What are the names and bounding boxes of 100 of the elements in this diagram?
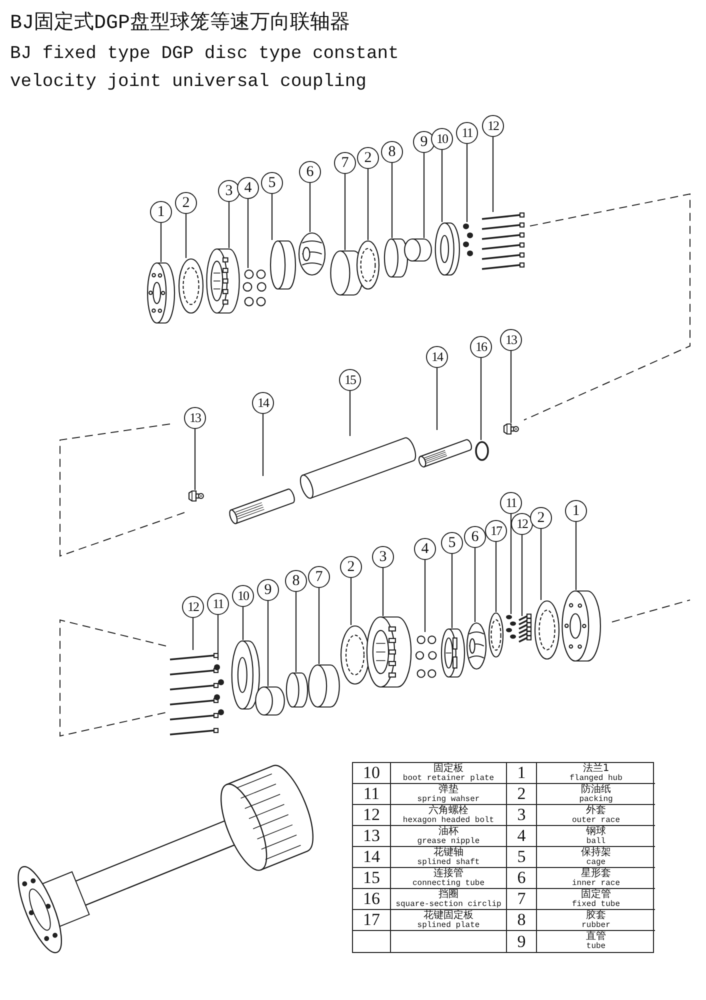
part-name-chinese: 花键轴 — [434, 848, 464, 858]
leader-line — [451, 554, 453, 628]
callout-number: 13 — [500, 329, 522, 351]
part-name-english: flanged hub — [570, 774, 622, 782]
callout-number: 12 — [482, 115, 504, 137]
part-number: 14 — [363, 848, 380, 866]
part-number: 11 — [363, 785, 380, 803]
callout-number: 13 — [184, 407, 206, 429]
leader-line — [492, 137, 494, 212]
part-number: 15 — [363, 869, 380, 887]
part-number: 1 — [517, 764, 526, 782]
leader-line — [318, 588, 320, 664]
cylinder-part-drawing — [404, 238, 432, 262]
part-number: 6 — [517, 869, 526, 887]
disc-drawing — [534, 600, 560, 660]
part-number: 17 — [363, 911, 380, 929]
callout-number: 11 — [207, 593, 229, 615]
leader-line — [474, 548, 476, 622]
leader-line — [367, 169, 369, 240]
washers-drawing — [460, 222, 476, 258]
leader-line — [185, 214, 187, 258]
part-name-english: packing — [579, 794, 613, 804]
flange-drawing — [560, 590, 604, 662]
leader-line — [424, 560, 426, 632]
part-name-chinese: 固定管 — [581, 890, 611, 900]
callout-number: 12 — [182, 596, 204, 618]
callout-number: 2 — [175, 192, 197, 214]
part-name-chinese: 六角螺栓 — [428, 806, 468, 816]
leader-line — [349, 391, 351, 436]
disc-drawing — [178, 258, 204, 314]
part-number: 12 — [363, 806, 380, 824]
leader-line — [295, 592, 297, 672]
callout-number: 2 — [340, 556, 362, 578]
part-name-chinese: 外套 — [586, 806, 606, 816]
callout-number: 2 — [357, 147, 379, 169]
leader-line — [436, 368, 438, 430]
callout-number: 16 — [470, 336, 492, 358]
part-number: 2 — [517, 785, 526, 803]
cylinder-part-drawing — [270, 240, 296, 290]
leader-line — [271, 194, 273, 240]
disc-drawing — [340, 625, 370, 685]
outer-race-drawing — [366, 616, 412, 688]
leader-line — [228, 202, 230, 248]
callout-number: 14 — [426, 346, 448, 368]
callout-number: 9 — [257, 579, 279, 601]
leader-line — [262, 414, 264, 476]
callout-number: 12 — [511, 513, 533, 535]
cylinder-part-drawing — [384, 238, 408, 278]
part-name-english: square-section circlip — [396, 900, 502, 908]
outer-race-drawing — [206, 248, 240, 314]
part-name-english: inner race — [572, 878, 620, 888]
callout-number: 11 — [456, 122, 478, 144]
cage-drawing — [441, 628, 465, 678]
callout-number: 11 — [500, 492, 522, 514]
part-name-chinese: 星形套 — [581, 868, 611, 878]
washers-drawing — [505, 614, 517, 640]
cylinder-part-drawing — [286, 672, 308, 708]
callout-number: 7 — [308, 566, 330, 588]
leader-line — [510, 351, 512, 423]
leader-line — [495, 542, 497, 612]
part-number: 9 — [517, 932, 526, 950]
part-name-chinese: 保持架 — [581, 848, 611, 858]
leader-line — [575, 522, 577, 590]
bolts-drawing — [480, 212, 526, 272]
part-number: 13 — [363, 827, 380, 845]
callout-number: 4 — [237, 177, 259, 199]
part-name-chinese: 直管 — [586, 932, 606, 942]
callout-number: 3 — [372, 546, 394, 568]
part-name-chinese: 钢球 — [586, 826, 606, 836]
callout-number: 17 — [485, 520, 507, 542]
leader-line — [267, 601, 269, 686]
leader-line — [391, 163, 393, 238]
part-name-english: rubber — [582, 920, 610, 930]
callout-number: 10 — [232, 585, 254, 607]
nipple-drawing — [503, 423, 519, 435]
callout-number: 1 — [565, 500, 587, 522]
leader-line — [382, 568, 384, 616]
plate-drawing — [432, 222, 460, 276]
nipple-drawing — [188, 490, 204, 502]
leader-line — [192, 618, 194, 650]
part-number: 4 — [517, 827, 526, 845]
part-name-chinese: 胶套 — [586, 910, 606, 920]
part-name-chinese: 花键固定板 — [424, 910, 474, 920]
part-name-english: grease nipple — [417, 836, 480, 846]
cylinder-part-drawing — [308, 664, 340, 708]
part-name-english: splined shaft — [417, 858, 480, 866]
callout-number: 6 — [299, 161, 321, 183]
title: BJ固定式DGP盘型球笼等速万向联轴器 — [10, 10, 350, 35]
part-number: 8 — [517, 911, 526, 929]
part-name-english: splined plate — [417, 920, 480, 930]
leader-line — [350, 578, 352, 625]
flange-drawing — [146, 262, 177, 324]
callout-number: 14 — [252, 392, 274, 414]
part-name-chinese: 连接管 — [434, 868, 464, 878]
part-number: 5 — [517, 848, 526, 866]
part-name-english: hexagon headed bolt — [402, 816, 494, 824]
subtitle: BJ fixed type DGP disc type constant velocity joint universal coupling — [10, 43, 400, 94]
callout-number: 6 — [464, 526, 486, 548]
leader-line — [480, 358, 482, 440]
callout-number: 9 — [413, 131, 435, 153]
